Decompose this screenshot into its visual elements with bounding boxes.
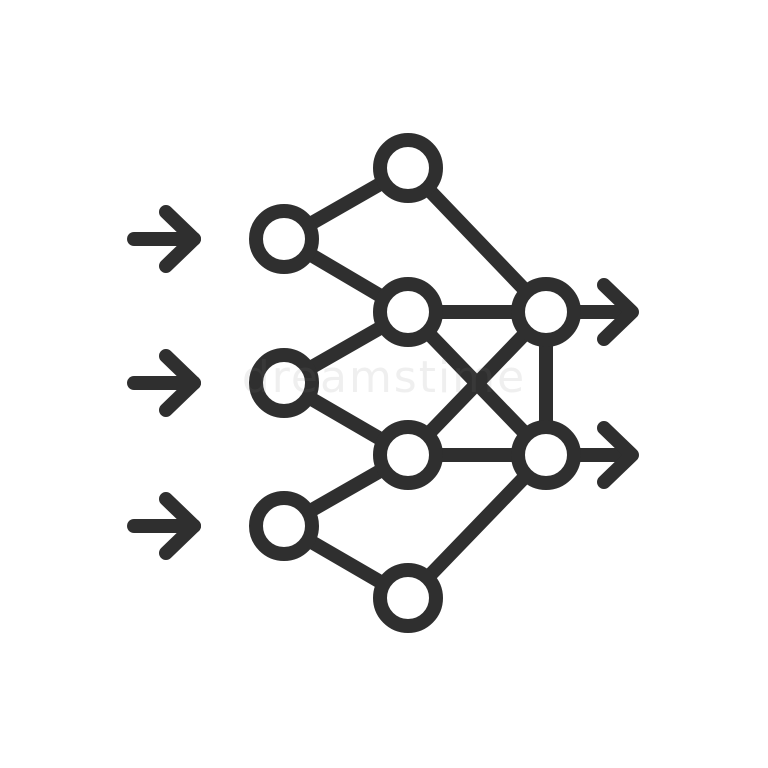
right-arrow-icon — [597, 278, 639, 346]
right-arrow-icon — [127, 492, 201, 560]
input-arrows — [127, 205, 201, 560]
node-right-1 — [511, 277, 581, 347]
node-left-2 — [249, 348, 319, 418]
network-nodes — [249, 133, 581, 633]
right-arrow-icon — [127, 205, 201, 273]
node-right-2 — [511, 420, 581, 490]
node-left-1 — [249, 204, 319, 274]
node-left-3 — [249, 491, 319, 561]
node-middle-bottom — [373, 563, 443, 633]
node-middle-top — [373, 133, 443, 203]
network-edges — [277, 161, 637, 605]
right-arrow-icon — [597, 421, 639, 489]
output-arrows — [597, 278, 639, 489]
node-middle-2 — [373, 420, 443, 490]
node-middle-1 — [373, 277, 443, 347]
right-arrow-icon — [127, 349, 201, 417]
